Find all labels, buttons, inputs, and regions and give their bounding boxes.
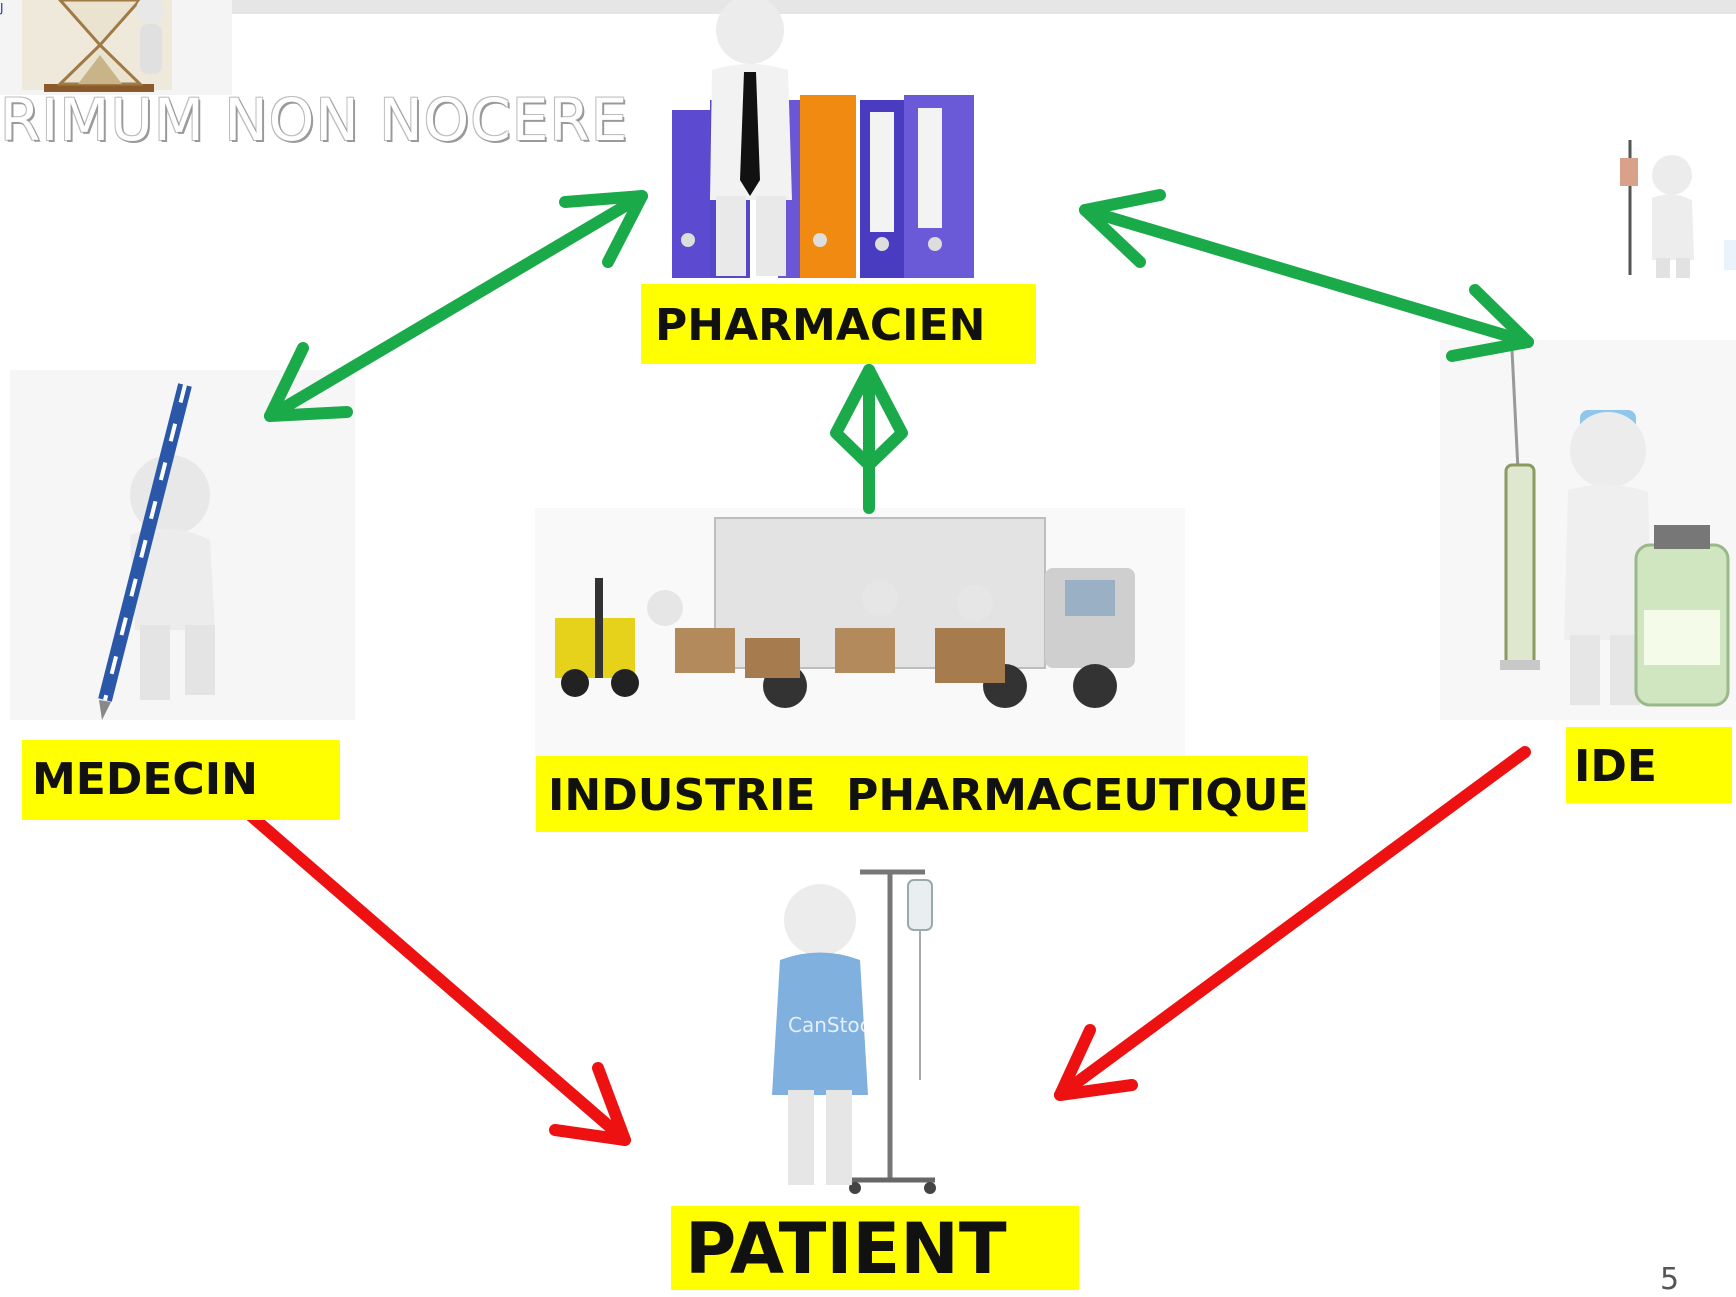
- page-number: 5: [1660, 1262, 1680, 1297]
- svg-text:J: J: [0, 1, 4, 15]
- arrow-medecin-patient: [244, 809, 631, 1146]
- arrow-pharmacien-industrie: [830, 364, 908, 514]
- watermark-text: CanStock: [788, 1013, 883, 1037]
- doctor-illustration: [10, 370, 355, 720]
- slide-header-bar: [232, 0, 1736, 14]
- hourglass-figure-image: J: [0, 0, 232, 95]
- node-label-pharmacien: PHARMACIEN: [641, 284, 1036, 364]
- iv-figure-icon: [1590, 130, 1736, 285]
- arrow-pharmacien-ide: [1079, 189, 1534, 362]
- node-label-medecin: MEDECIN: [22, 740, 340, 820]
- arrow-pharmacien-medecin: [264, 190, 648, 422]
- arrow-ide-patient: [1054, 746, 1531, 1101]
- node-label-patient: PATIENT: [671, 1206, 1079, 1290]
- nurse-illustration: [1440, 340, 1736, 720]
- patient-illustration: CanStock: [740, 850, 960, 1205]
- node-label-ide: IDE: [1566, 727, 1732, 803]
- truck-logistics-illustration: [535, 508, 1185, 758]
- slide-title: RIMUM NON NOCERE: [0, 86, 629, 154]
- node-label-industrie: INDUSTRIE PHARMACEUTIQUE: [536, 756, 1309, 832]
- pharmacist-illustration: [660, 0, 1020, 290]
